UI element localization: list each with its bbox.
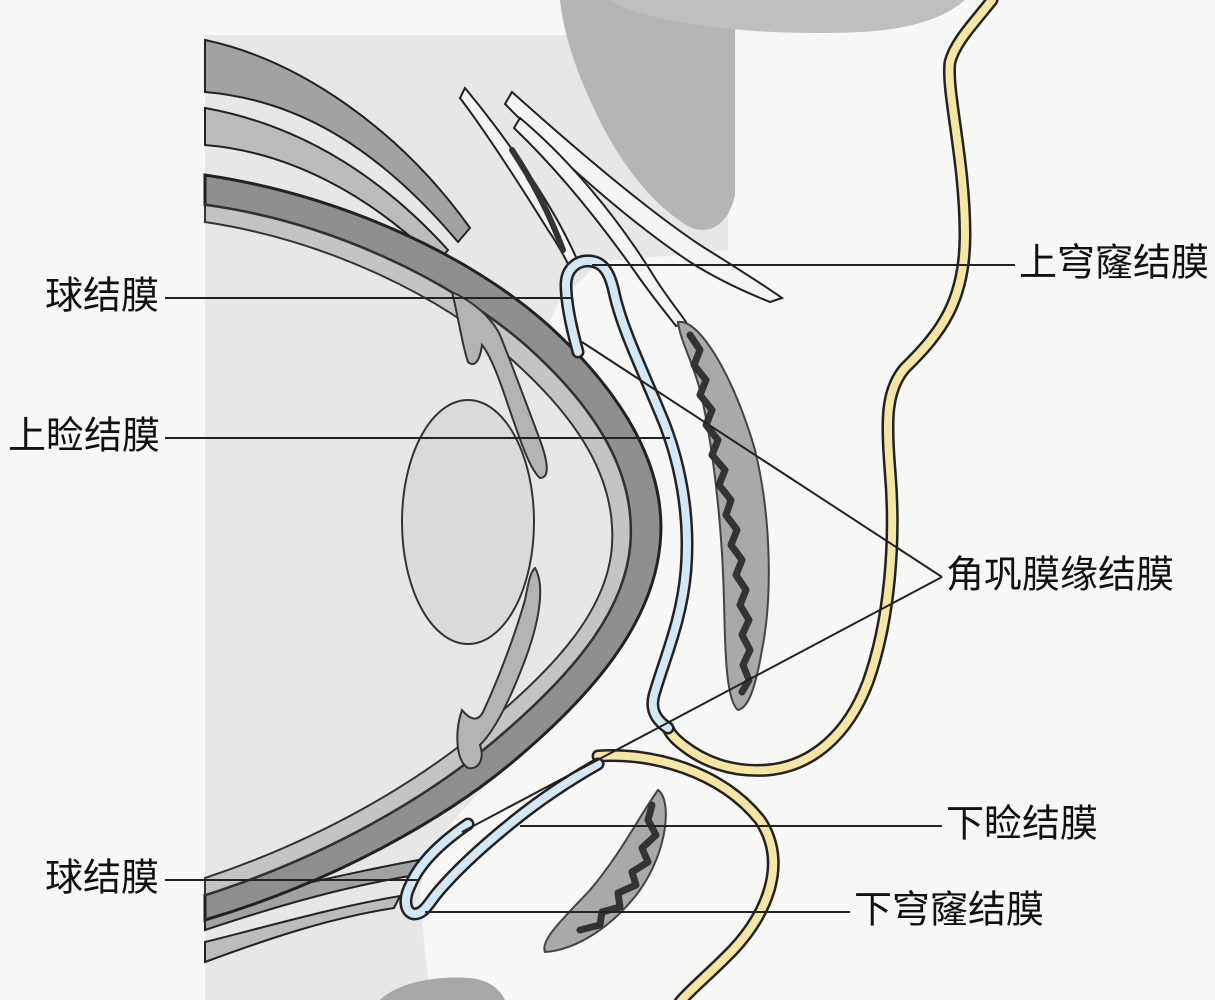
upper-eyelid-skin (661, 0, 999, 777)
levator-aponeurosis (503, 90, 785, 304)
upper-iris (450, 290, 548, 480)
choroid-layer (204, 203, 632, 897)
muller-muscle (509, 147, 566, 253)
label-bulbar-conjunctiva-lower: 球结膜 (45, 856, 159, 900)
lower-iris (456, 566, 542, 770)
label-lower-fornix-conjunctiva: 下穹窿结膜 (854, 888, 1044, 932)
label-bulbar-conjunctiva-upper: 球结膜 (45, 274, 159, 318)
orbital-fat-top (560, 0, 735, 231)
lower-orbital-blob (380, 977, 505, 1000)
lower-eyelid-skin (591, 748, 780, 1000)
lower-conjunctiva (399, 757, 605, 921)
upper-meibomian-gland (686, 331, 754, 696)
superior-muscle-band (204, 38, 472, 244)
inferior-muscle-band-lower (204, 894, 402, 964)
brow-tissue-top (610, 0, 965, 34)
upper-conjunctiva (559, 254, 694, 735)
label-upper-fornix-conjunctiva: 上穹窿结膜 (1019, 241, 1209, 285)
label-limbal-conjunctiva: 角巩膜缘结膜 (946, 553, 1174, 597)
label-upper-palpebral-conjunctiva: 上睑结膜 (8, 414, 160, 458)
lower-meibomian-gland (576, 801, 660, 934)
leader-limbal-lower (461, 576, 943, 833)
leader-limbal-upper (581, 341, 943, 578)
label-lower-palpebral-conjunctiva: 下睑结膜 (946, 802, 1098, 846)
lens (401, 399, 535, 645)
